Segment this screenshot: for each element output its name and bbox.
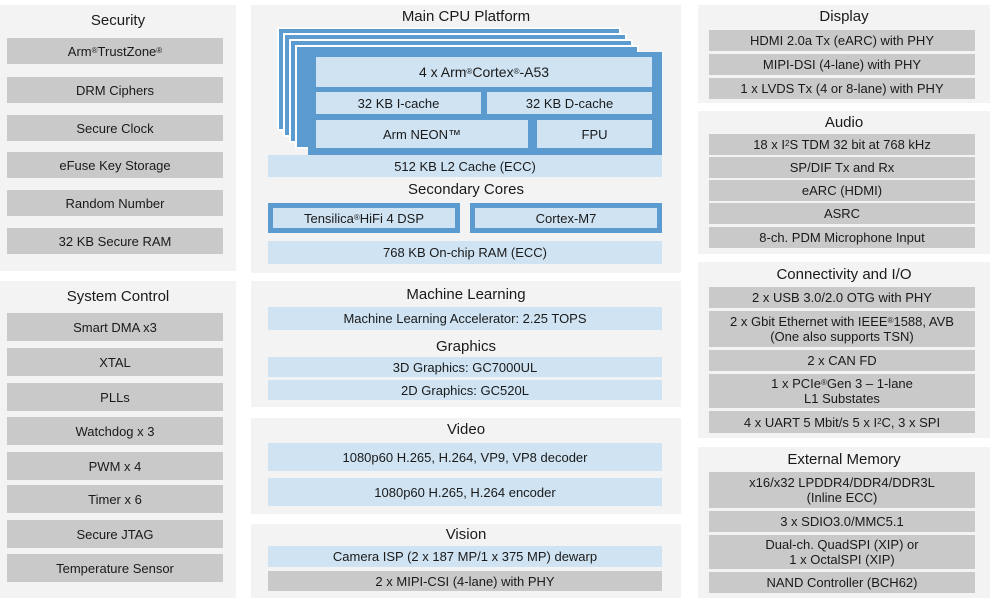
memory-panel: External Memory x16/x32 LPDDR4/DDR4/DDR3… <box>698 447 990 598</box>
video-decoder: 1080p60 H.265, H.264, VP9, VP8 decoder <box>268 443 662 471</box>
m7-core: Cortex-M7 <box>475 208 657 228</box>
system-control-title: System Control <box>66 288 170 305</box>
main-cpu-panel: Main CPU Platform 4 x Arm ® Cortex®-A53 … <box>251 5 681 273</box>
sysctl-pwm: PWM x 4 <box>7 452 223 480</box>
graphics-title: Graphics <box>435 338 497 355</box>
cpu-neon: Arm NEON™ <box>316 120 528 148</box>
vision-csi: 2 x MIPI-CSI (4-lane) with PHY <box>268 571 662 591</box>
audio-pdm: 8-ch. PDM Microphone Input <box>709 227 975 248</box>
cpu-dcache: 32 KB D-cache <box>487 92 652 114</box>
display-panel: Display HDMI 2.0a Tx (eARC) with PHY MIP… <box>698 5 990 103</box>
security-title: Security <box>90 12 146 29</box>
graphics-2d: 2D Graphics: GC520L <box>268 380 662 400</box>
graphics-3d: 3D Graphics: GC7000UL <box>268 357 662 377</box>
audio-spdif: SP/DIF Tx and Rx <box>709 157 975 178</box>
security-secure-ram: 32 KB Secure RAM <box>7 228 223 254</box>
mem-nand: NAND Controller (BCH62) <box>709 572 975 593</box>
security-panel: Security Arm® TrustZone® DRM Ciphers Sec… <box>0 5 236 271</box>
conn-usb: 2 x USB 3.0/2.0 OTG with PHY <box>709 287 975 308</box>
video-encoder: 1080p60 H.265, H.264 encoder <box>268 478 662 506</box>
ml-title: Machine Learning <box>406 286 526 303</box>
connectivity-panel: Connectivity and I/O 2 x USB 3.0/2.0 OTG… <box>698 262 990 438</box>
sysctl-temperature-sensor: Temperature Sensor <box>7 554 223 582</box>
cpu-cores: 4 x Arm ® Cortex®-A53 <box>316 57 652 87</box>
memory-title: External Memory <box>787 451 901 468</box>
conn-can: 2 x CAN FD <box>709 350 975 371</box>
ml-accelerator: Machine Learning Accelerator: 2.25 TOPS <box>268 307 662 330</box>
sysctl-plls: PLLs <box>7 383 223 411</box>
video-panel: Video 1080p60 H.265, H.264, VP9, VP8 dec… <box>251 418 681 514</box>
ml-graphics-panel: Machine Learning Machine Learning Accele… <box>251 281 681 407</box>
mem-spi: Dual-ch. QuadSPI (XIP) or 1 x OctalSPI (… <box>709 535 975 569</box>
security-drm-ciphers: DRM Ciphers <box>7 77 223 103</box>
sysctl-smart-dma: Smart DMA x3 <box>7 313 223 341</box>
onchip-ram: 768 KB On-chip RAM (ECC) <box>268 241 662 264</box>
audio-title: Audio <box>824 114 864 131</box>
l2-cache: 512 KB L2 Cache (ECC) <box>268 155 662 177</box>
security-trustzone: Arm® TrustZone® <box>7 38 223 64</box>
dsp-core: Tensilica® HiFi 4 DSP <box>273 208 455 228</box>
system-control-panel: System Control Smart DMA x3 XTAL PLLs Wa… <box>0 281 236 598</box>
cpu-fpu: FPU <box>537 120 652 148</box>
conn-ethernet: 2 x Gbit Ethernet with IEEE® 1588, AVB (… <box>709 311 975 347</box>
mem-sdio: 3 x SDIO3.0/MMC5.1 <box>709 511 975 532</box>
vision-title: Vision <box>445 526 487 543</box>
sysctl-xtal: XTAL <box>7 348 223 376</box>
connectivity-title: Connectivity and I/O <box>776 266 912 283</box>
main-cpu-title: Main CPU Platform <box>401 8 531 25</box>
sysctl-secure-jtag: Secure JTAG <box>7 520 223 548</box>
display-title: Display <box>819 8 869 25</box>
audio-asrc: ASRC <box>709 203 975 224</box>
cpu-icache: 32 KB I-cache <box>316 92 481 114</box>
security-efuse: eFuse Key Storage <box>7 152 223 178</box>
sysctl-timer: Timer x 6 <box>7 485 223 513</box>
security-secure-clock: Secure Clock <box>7 115 223 141</box>
security-random-number: Random Number <box>7 190 223 216</box>
sysctl-watchdog: Watchdog x 3 <box>7 417 223 445</box>
mem-lpddr: x16/x32 LPDDR4/DDR4/DDR3L (Inline ECC) <box>709 472 975 508</box>
conn-pcie: 1 x PCIe® Gen 3 – 1-lane L1 Substates <box>709 374 975 408</box>
display-mipi-dsi: MIPI-DSI (4-lane) with PHY <box>709 54 975 75</box>
video-title: Video <box>446 421 486 438</box>
display-hdmi: HDMI 2.0a Tx (eARC) with PHY <box>709 30 975 51</box>
audio-earc: eARC (HDMI) <box>709 180 975 201</box>
vision-panel: Vision Camera ISP (2 x 187 MP/1 x 375 MP… <box>251 524 681 598</box>
display-lvds: 1 x LVDS Tx (4 or 8-lane) with PHY <box>709 78 975 99</box>
secondary-cores-title: Secondary Cores <box>408 181 524 198</box>
vision-isp: Camera ISP (2 x 187 MP/1 x 375 MP) dewar… <box>268 546 662 567</box>
